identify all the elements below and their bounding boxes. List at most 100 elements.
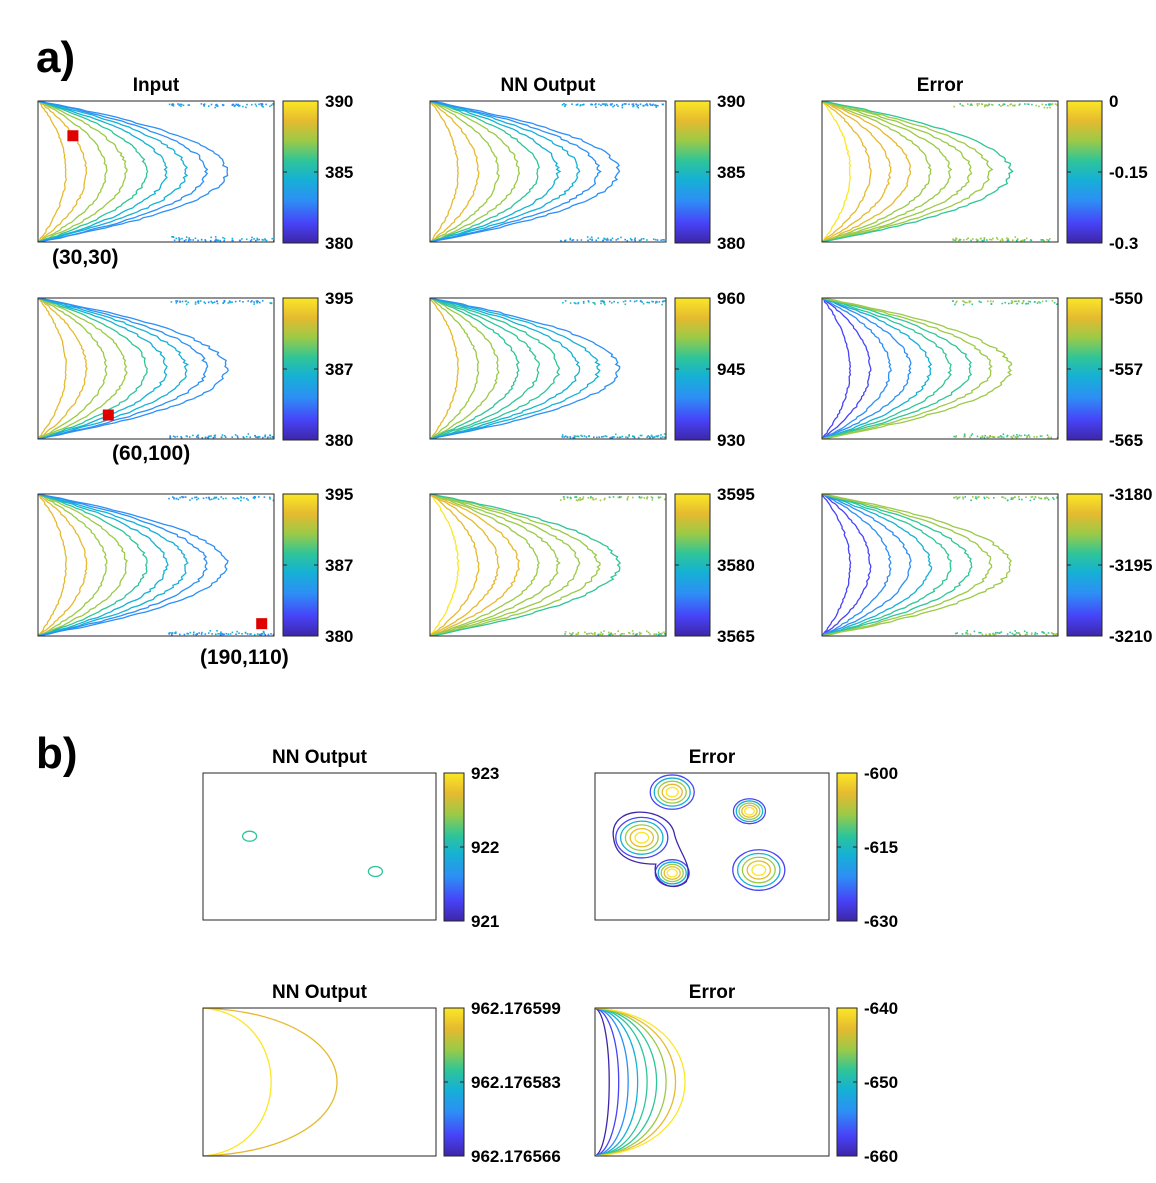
contour-dot xyxy=(252,496,255,499)
contour-dot xyxy=(246,103,248,106)
contour-dot xyxy=(234,300,237,303)
contour-line xyxy=(822,101,872,242)
contour-dot xyxy=(184,300,187,303)
contour-dot xyxy=(240,497,243,499)
contour-line xyxy=(430,101,500,242)
contour-line xyxy=(595,1008,658,1156)
colorbar-tick-label: 387 xyxy=(325,360,353,379)
contour-dot xyxy=(969,633,972,636)
contour-dot xyxy=(236,435,239,437)
contour-line xyxy=(430,101,581,242)
plot-frame xyxy=(594,1007,830,1157)
contour-dot xyxy=(219,239,221,242)
contour-line xyxy=(595,1008,639,1156)
contour-dot xyxy=(185,303,188,306)
contour-ring xyxy=(732,798,767,825)
contour-dot xyxy=(1041,631,1043,633)
contour-dot xyxy=(223,239,225,242)
contour-dot xyxy=(270,104,273,106)
contour-dot xyxy=(978,631,980,634)
contour-dot xyxy=(1046,497,1049,500)
contour-dot xyxy=(1011,301,1013,304)
contour-dot xyxy=(1006,435,1008,438)
contour-dot xyxy=(202,497,205,500)
contour-dot xyxy=(203,103,205,106)
contour-dot xyxy=(1020,435,1023,437)
contour-dot xyxy=(654,238,657,241)
contour-line xyxy=(822,101,973,242)
contour-dot xyxy=(617,630,619,632)
contour-dot xyxy=(970,239,972,242)
contour-dot xyxy=(265,239,268,242)
contour-line xyxy=(822,298,1013,439)
colorbar xyxy=(1066,493,1103,637)
contour-dot xyxy=(628,632,631,634)
contour-dot xyxy=(196,435,199,437)
colorbar xyxy=(282,493,319,637)
contour-dot xyxy=(1002,239,1004,241)
contour-dot xyxy=(610,633,613,635)
contour-line xyxy=(38,494,208,636)
contour-ring xyxy=(657,861,687,885)
contour-line xyxy=(430,298,581,439)
contour-dot xyxy=(217,498,220,500)
contour-dot xyxy=(232,497,234,499)
contour-line xyxy=(822,494,973,636)
contour-dot xyxy=(615,239,618,241)
contour-ring xyxy=(741,804,758,818)
contour-dot xyxy=(210,300,213,303)
colorbar xyxy=(1066,100,1103,244)
contour-dot xyxy=(661,300,664,303)
contour-dot xyxy=(267,633,270,636)
contour-ring xyxy=(367,865,384,878)
contour-dot xyxy=(586,633,589,635)
contour-dot xyxy=(958,496,961,499)
contour-dot xyxy=(263,631,265,633)
contour-dot xyxy=(192,633,195,636)
contour-dot xyxy=(1048,104,1050,106)
contour-dot xyxy=(254,103,257,106)
contour-dot xyxy=(646,104,649,107)
contour-dot xyxy=(651,435,653,438)
subplot-a-r3-error: -3180-3195-3210 xyxy=(821,485,1152,646)
contour-line xyxy=(822,101,953,242)
contour-dot xyxy=(254,435,256,437)
contour-dot xyxy=(588,632,591,635)
contour-line xyxy=(38,494,128,636)
contour-dot xyxy=(614,433,617,436)
contour-dot xyxy=(617,238,619,240)
contour-dot xyxy=(196,498,198,501)
contour-dot xyxy=(1041,435,1043,437)
contour-dot xyxy=(269,434,271,436)
contour-dot xyxy=(1014,436,1017,438)
contour-dot xyxy=(256,239,259,241)
contour-dot xyxy=(179,103,181,106)
contour-dot xyxy=(641,301,643,303)
contour-dot xyxy=(621,106,624,109)
contour-dot xyxy=(999,239,1002,242)
contour-dot xyxy=(172,105,175,107)
contour-dot xyxy=(213,497,215,500)
contour-dot xyxy=(585,436,588,438)
contour-dot xyxy=(953,496,955,499)
contour-dot xyxy=(569,302,572,304)
contour-dot xyxy=(959,239,961,241)
contour-dot xyxy=(582,300,585,303)
contour-dot xyxy=(179,633,181,636)
contour-dot xyxy=(213,435,216,437)
contour-ring xyxy=(657,780,687,804)
contour-dot xyxy=(582,497,584,500)
contour-line xyxy=(38,101,149,242)
contour-dot xyxy=(261,103,263,105)
contour-dot xyxy=(1012,497,1015,499)
contour-ring xyxy=(661,783,683,801)
contour-dot xyxy=(660,434,662,436)
contour-dot xyxy=(975,497,978,500)
contour-dot xyxy=(649,103,651,105)
contour-dot xyxy=(958,239,960,242)
contour-dot xyxy=(600,104,602,107)
contour-dot xyxy=(216,630,218,632)
contour-dot xyxy=(1023,239,1026,241)
contour-dot xyxy=(648,435,651,438)
contour-dot xyxy=(211,633,213,635)
